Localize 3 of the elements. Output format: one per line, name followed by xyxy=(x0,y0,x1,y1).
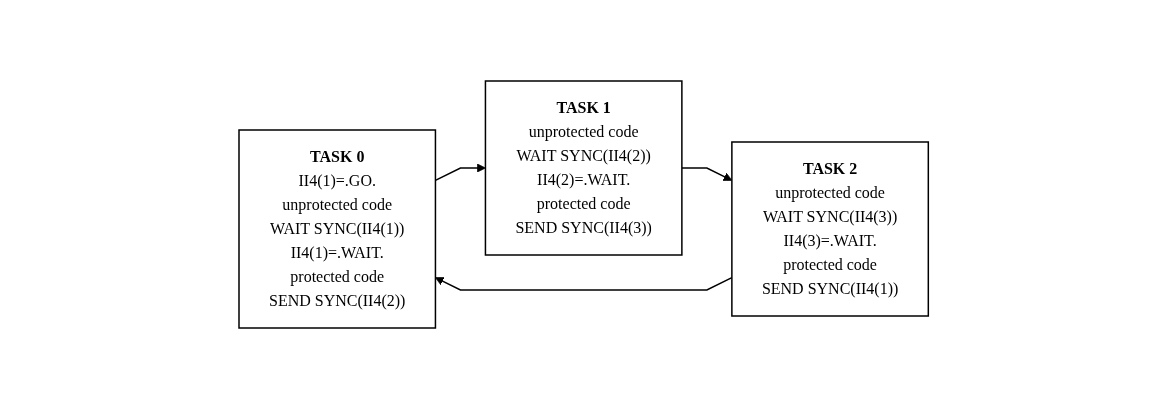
node-box: TASK 1 unprotected code WAIT SYNC(II4(2)) II4(2)=.WAIT. protected code SEND SYNC(II4(3)) xyxy=(484,80,683,256)
node-box: TASK 2 unprotected code WAIT SYNC(II4(3)) II4(3)=.WAIT. protected code SEND SYNC(II4(1)) xyxy=(730,141,929,317)
node-box: TASK 0 II4(1)=.GO. unprotected code WAIT SYNC(II4(1)) II4(1)=.WAIT. protected code SEND SYNC(II4(2)) xyxy=(238,129,437,329)
